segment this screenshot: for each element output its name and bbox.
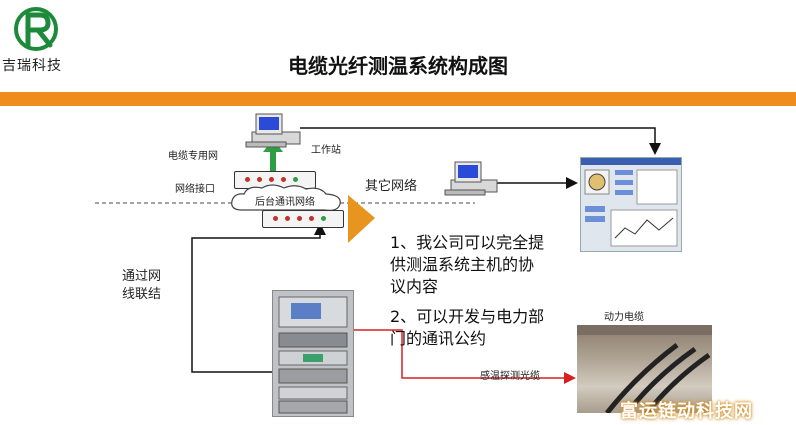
- workstation-label: 工作站: [311, 145, 341, 156]
- green-arrow-shaft: [270, 150, 276, 172]
- note-1-line-1: 1、我公司可以完全提: [390, 233, 545, 252]
- sensing-fiber-label: 感温探测光缆: [480, 371, 540, 382]
- note-1: 1、我公司可以完全提 供测温系统主机的协 议内容: [390, 232, 544, 298]
- power-cable-label: 动力电缆: [604, 312, 644, 323]
- power-cable-photo-drawing: [577, 325, 712, 415]
- other-network-computer-icon: [444, 161, 498, 196]
- backend-router: [262, 210, 344, 228]
- network-interface-label: 网络接口: [175, 184, 215, 195]
- networked-label: 通过网 线联结: [122, 268, 161, 304]
- company-logo-icon: [14, 7, 58, 51]
- networked-label-line-1: 通过网: [122, 269, 162, 284]
- logo-text: 吉瑞科技: [2, 58, 62, 74]
- networked-label-line-2: 线联结: [122, 287, 162, 302]
- dedicated-network-label: 电缆专用网: [168, 151, 218, 162]
- accent-bar: [0, 92, 796, 106]
- watermark: 富运链动科技网: [620, 401, 753, 422]
- note-2-line-2: 门的通讯公约: [390, 329, 487, 348]
- cloud-icon: [231, 184, 341, 211]
- line-workstation-to-screen: [300, 127, 661, 155]
- monitoring-software-screenshot: [580, 157, 682, 252]
- rack-drawing: [278, 296, 348, 414]
- note-2-line-1: 2、可以开发与电力部: [390, 307, 545, 326]
- note-1-line-2: 供测温系统主机的协: [390, 255, 535, 274]
- page-title: 电缆光纤测温系统构成图: [288, 54, 508, 78]
- power-cable-photo: [577, 325, 712, 415]
- other-network-label: 其它网络: [365, 179, 418, 194]
- temperature-host-rack: [272, 290, 354, 417]
- backend-network-label: 后台通讯网络: [255, 197, 315, 208]
- note-2: 2、可以开发与电力部 门的通讯公约: [390, 306, 544, 350]
- workstation-computer-icon: [245, 113, 301, 148]
- orange-triangle: [348, 195, 375, 243]
- line-rack-to-router: [191, 223, 326, 373]
- fiber-line: [352, 329, 576, 384]
- software-screenshot-drawing: [581, 158, 681, 247]
- note-1-line-3: 议内容: [390, 277, 439, 296]
